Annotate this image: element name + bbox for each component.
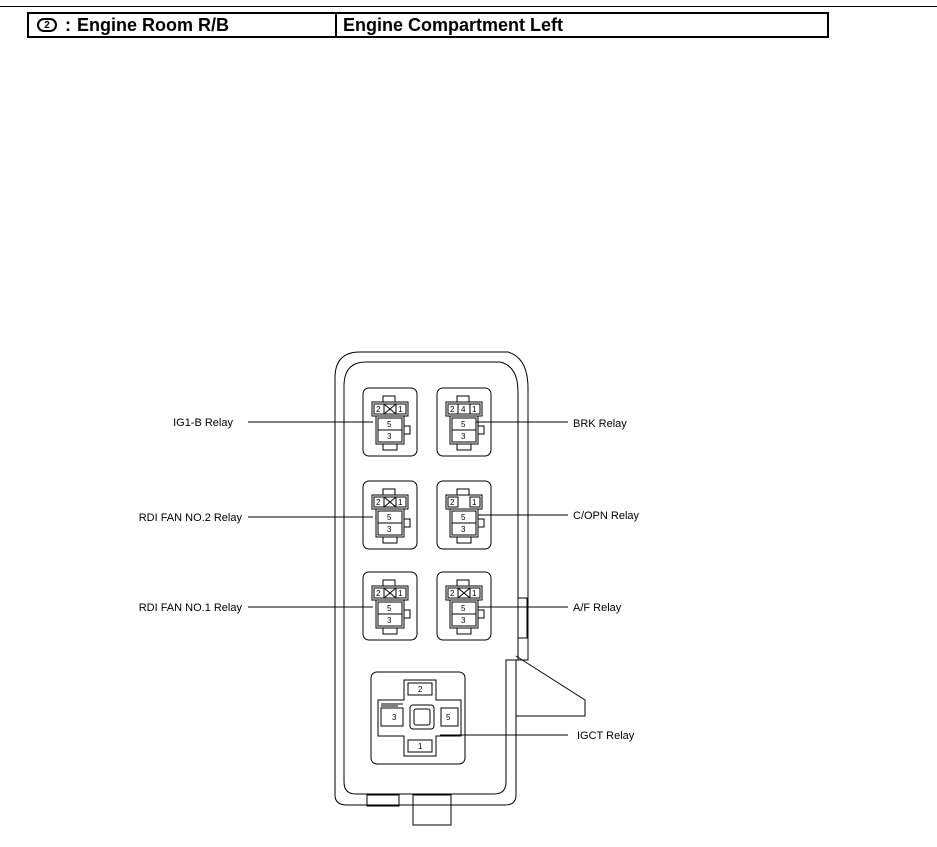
pin-label: 3: [392, 713, 397, 722]
pin-label: 2: [450, 589, 455, 598]
housing-outline: [334, 351, 529, 806]
pin-label: 1: [472, 589, 477, 598]
connector-igct: [377, 679, 462, 757]
connector-af: [445, 579, 485, 635]
pin-label: 1: [398, 589, 403, 598]
pin-label: 1: [472, 498, 477, 507]
location-text: Engine Compartment Left: [343, 14, 564, 35]
pin-label: 1: [398, 498, 403, 507]
relay-label-rdi1: RDI FAN NO.1 Relay: [139, 602, 243, 614]
pin-label: 1: [472, 405, 477, 414]
pin-label: 5: [387, 513, 392, 522]
bottom-tab-center: [412, 794, 452, 826]
pin-label: 2: [418, 685, 423, 694]
pin-label: 5: [461, 420, 466, 429]
relay-label-rdi2: RDI FAN NO.2 Relay: [139, 512, 243, 524]
pin-label: 5: [387, 420, 392, 429]
pin-label: 5: [461, 604, 466, 613]
pin-label: 4: [461, 405, 466, 414]
relay-label-copn: C/OPN Relay: [573, 510, 640, 522]
title-cell: 2 : Engine Room R/B: [29, 14, 337, 36]
relay-label-ig1b: IG1-B Relay: [173, 417, 233, 429]
socket-igct: [370, 671, 466, 765]
pin-label: 2: [450, 498, 455, 507]
relay-label-brk: BRK Relay: [573, 418, 627, 430]
top-rule: [0, 6, 937, 7]
page-title: Engine Room R/B: [77, 14, 229, 35]
pin-label: 2: [450, 405, 455, 414]
pin-label: 3: [387, 432, 392, 441]
pin-label: 3: [461, 432, 466, 441]
pin-label: 5: [446, 713, 451, 722]
pin-label: 1: [418, 742, 423, 751]
connector-badge: 2: [37, 18, 57, 32]
connector-brk: [445, 395, 485, 451]
pin-label: 1: [398, 405, 403, 414]
pin-label: 2: [376, 405, 381, 414]
pin-label: 3: [461, 525, 466, 534]
housing-inner-outline: [343, 361, 519, 795]
socket-af: [436, 571, 492, 641]
relay-label-igct: IGCT Relay: [577, 730, 635, 742]
connector-rdi1: [371, 579, 411, 635]
title-separator: :: [65, 14, 71, 35]
pin-label: 5: [387, 604, 392, 613]
connector-rdi2: [371, 488, 411, 544]
side-bracket: [517, 597, 528, 639]
mounting-arm: [515, 655, 586, 717]
pin-label: 3: [387, 525, 392, 534]
pin-label: 3: [387, 616, 392, 625]
connector-copn: [445, 488, 485, 544]
connector-ig1b: [371, 395, 411, 451]
pin-label: 2: [376, 589, 381, 598]
bottom-tab-left: [366, 794, 400, 807]
relay-label-af: A/F Relay: [573, 602, 622, 614]
pin-label: 5: [461, 513, 466, 522]
socket-rdi2: [362, 480, 418, 550]
pin-label: 2: [376, 498, 381, 507]
title-table: 2 : Engine Room R/B Engine Compartment L…: [27, 12, 829, 38]
pin-label: 3: [461, 616, 466, 625]
socket-rdi1: [362, 571, 418, 641]
location-cell: Engine Compartment Left: [337, 14, 827, 36]
